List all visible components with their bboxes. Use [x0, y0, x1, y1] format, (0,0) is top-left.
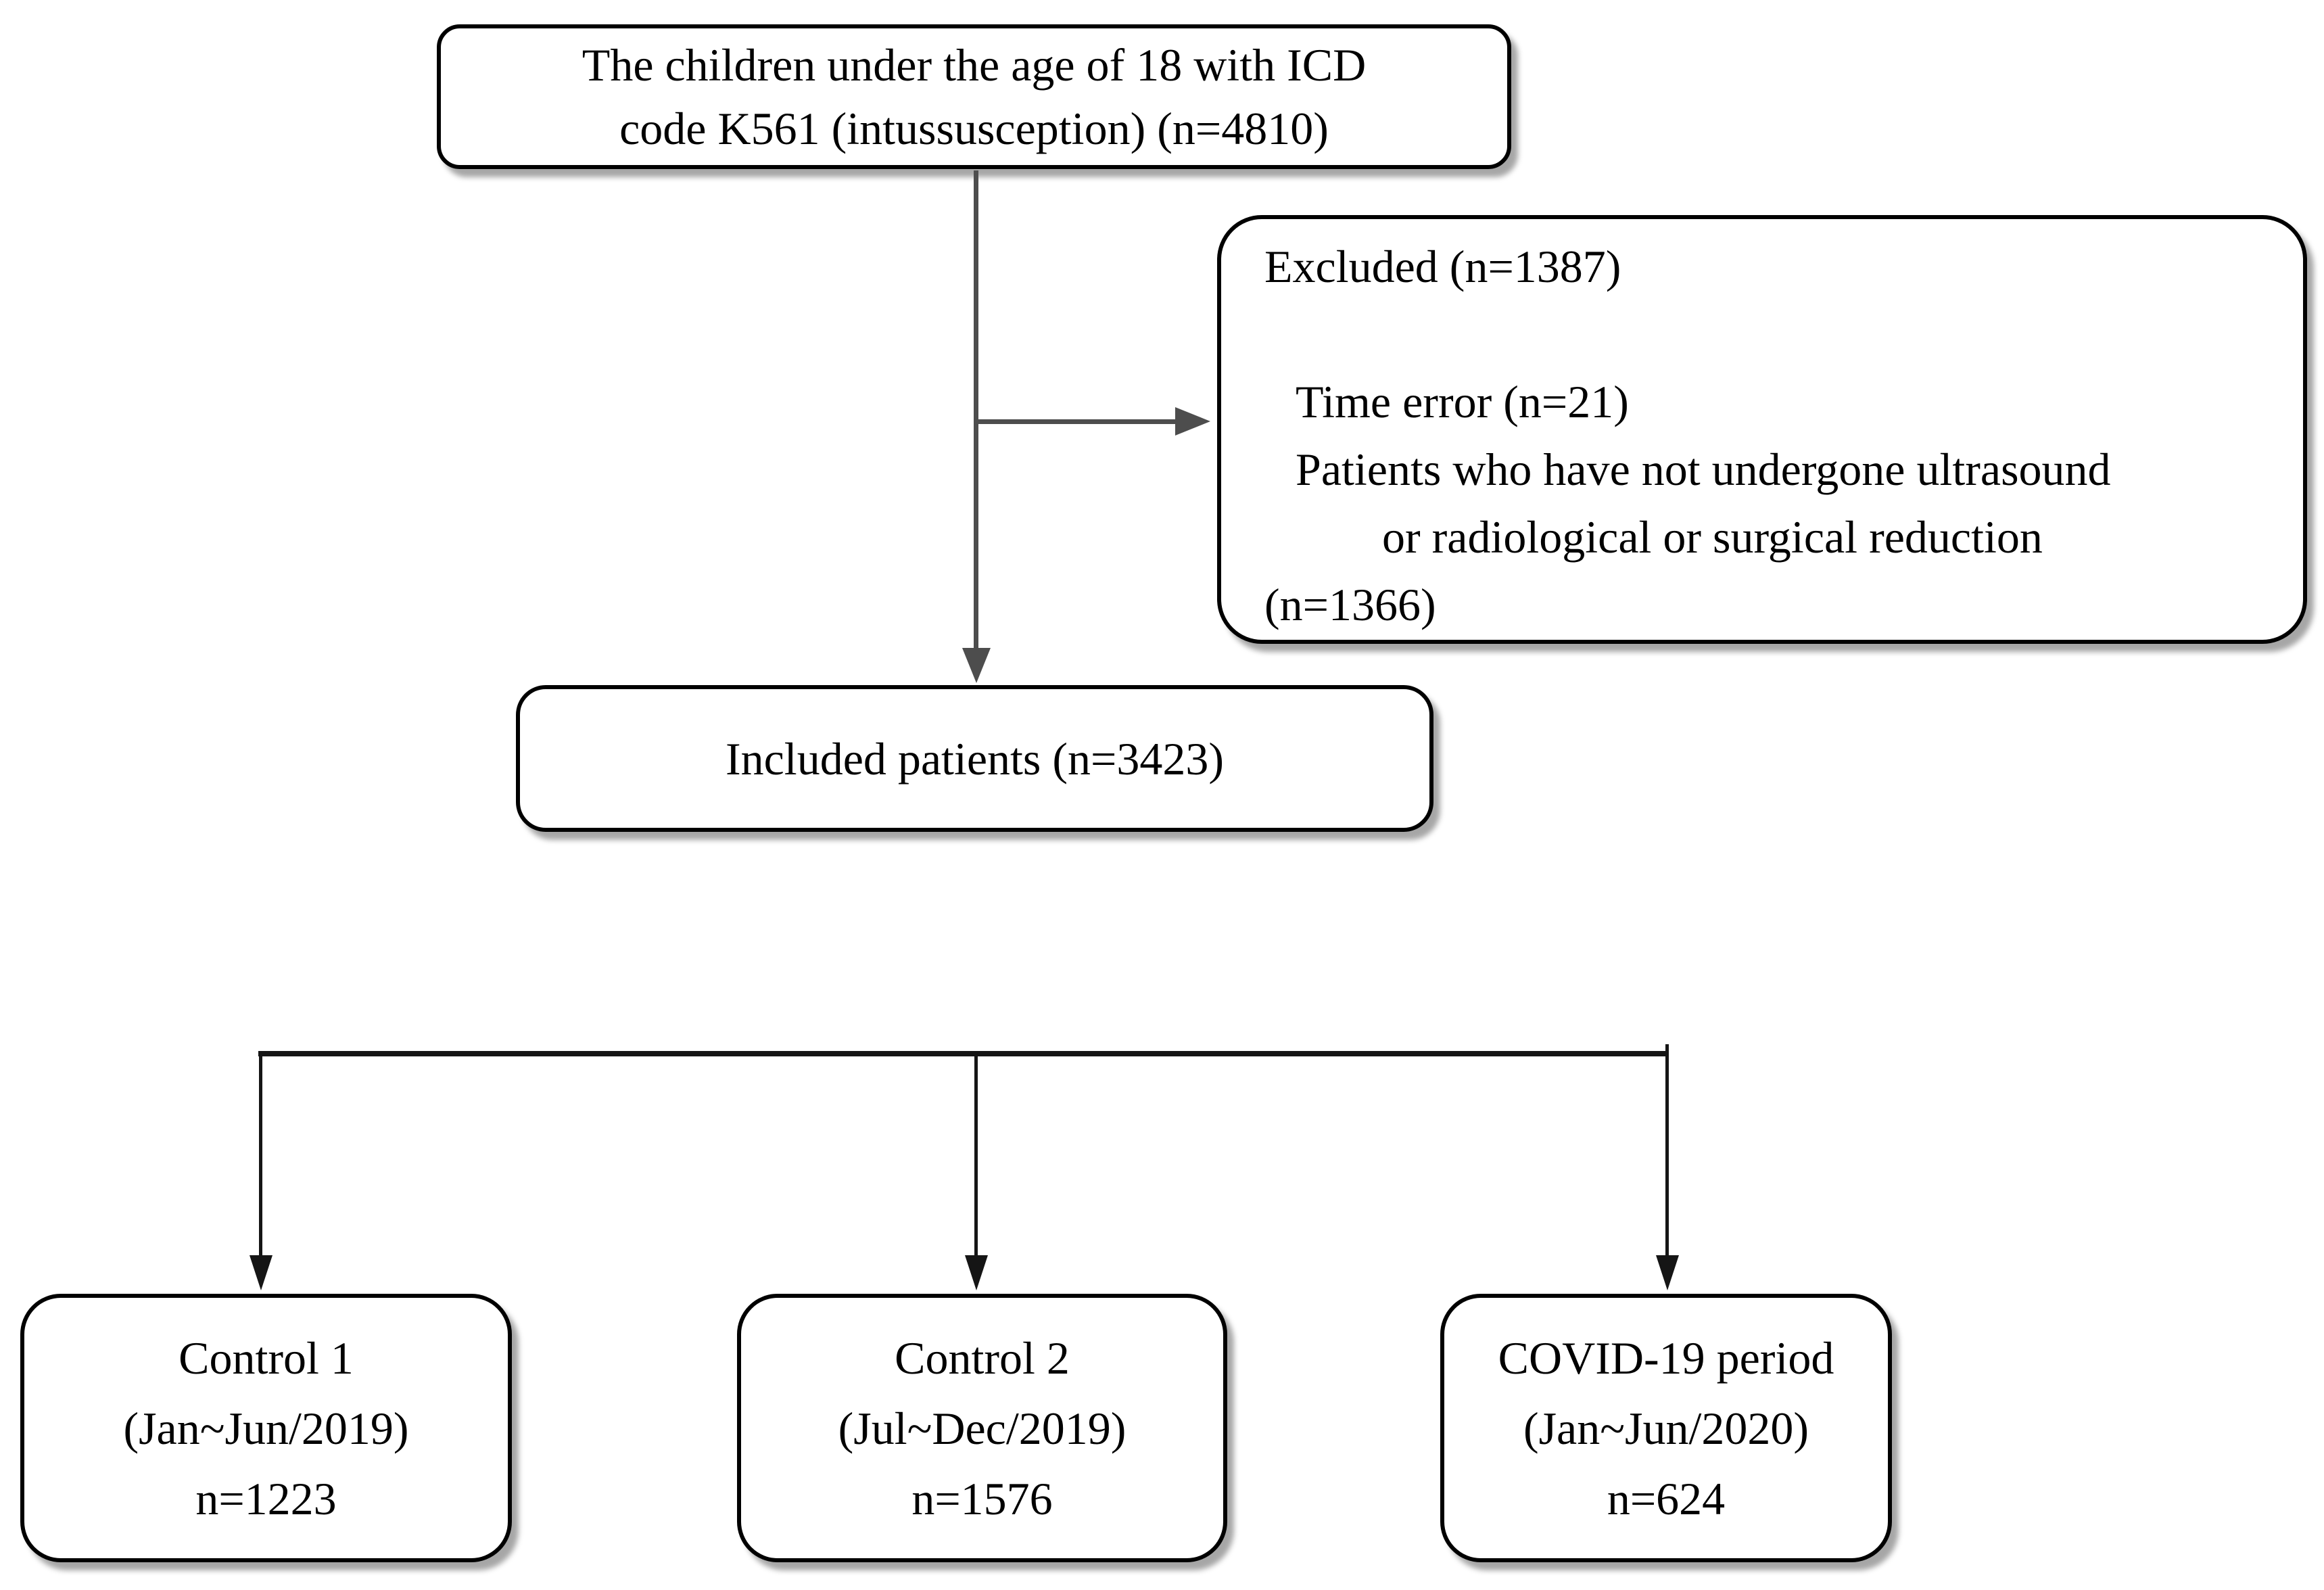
group-count: n=1576	[911, 1472, 1053, 1524]
arrowhead-down-icon	[962, 648, 991, 683]
excluded-item-count: (n=1366)	[1264, 579, 1436, 630]
node-excluded: Excluded (n=1387) Time error (n=21) Pati…	[1217, 215, 2307, 644]
group-count: n=624	[1607, 1472, 1726, 1524]
group-name: COVID-19 period	[1498, 1332, 1834, 1384]
connector-split-vertical-right	[1665, 1044, 1669, 1257]
group-period: (Jan~Jun/2020)	[1523, 1402, 1809, 1454]
arrowhead-down-icon	[250, 1255, 272, 1290]
node-text-line: Included patients (n=3423)	[725, 732, 1225, 785]
node-included-patients: Included patients (n=3423)	[516, 685, 1433, 832]
excluded-item: Time error (n=21)	[1296, 376, 1629, 427]
group-name: Control 2	[895, 1332, 1070, 1384]
group-count: n=1223	[195, 1472, 337, 1524]
node-source-population: The children under the age of 18 with IC…	[437, 24, 1511, 169]
node-group-control-1: Control 1 (Jan~Jun/2019) n=1223	[20, 1294, 512, 1562]
excluded-item-wrap: or radiological or surgical reduction	[1382, 511, 2043, 563]
arrowhead-right-icon	[1175, 407, 1210, 436]
excluded-title: Excluded (n=1387)	[1264, 241, 1621, 292]
connector-split-horizontal	[258, 1051, 1669, 1056]
node-text-line: code K561 (intussusception) (n=4810)	[619, 103, 1329, 154]
group-period: (Jul~Dec/2019)	[838, 1402, 1127, 1454]
connector-excluded-branch	[974, 419, 1175, 424]
connector-main-vertical	[974, 170, 978, 648]
node-text-line: The children under the age of 18 with IC…	[582, 39, 1367, 91]
group-name: Control 1	[179, 1332, 354, 1384]
spacer	[1221, 300, 2303, 368]
connector-split-vertical-left	[259, 1055, 262, 1257]
node-group-covid-period: COVID-19 period (Jan~Jun/2020) n=624	[1440, 1294, 1892, 1562]
arrowhead-down-icon	[965, 1255, 988, 1290]
excluded-item: Patients who have not undergone ultrasou…	[1296, 444, 2111, 495]
group-period: (Jan~Jun/2019)	[123, 1402, 409, 1454]
node-group-control-2: Control 2 (Jul~Dec/2019) n=1576	[737, 1294, 1227, 1562]
connector-split-vertical-middle	[974, 1055, 978, 1257]
arrowhead-down-icon	[1656, 1255, 1679, 1290]
